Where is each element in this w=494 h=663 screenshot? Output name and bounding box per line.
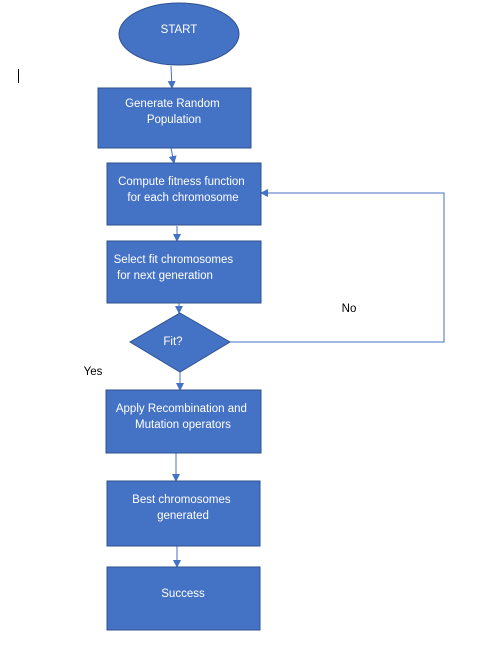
best-chromosomes-line-2: generated	[157, 510, 209, 522]
success-label: Success	[161, 588, 205, 600]
apply-operators-line-1: Apply Recombination and	[116, 403, 247, 415]
generate-population-line-1: Generate Random	[125, 98, 220, 110]
success-box	[106, 566, 261, 631]
compute-fitness-box	[106, 162, 262, 226]
generate-population-label: Generate Random Population	[125, 98, 223, 126]
select-chromosomes-line-1: Select fit chromosomes	[114, 254, 234, 266]
compute-fitness-label: Compute fitness function for each chromo…	[118, 176, 248, 204]
edge-label-yes: Yes	[84, 366, 103, 378]
edge-generate-to-compute	[168, 147, 177, 164]
best-chromosomes-line-1: Best chromosomes	[132, 494, 231, 506]
generate-population-line-2: Population	[147, 114, 201, 126]
start-label: START	[161, 24, 198, 36]
success-line-1: Success	[161, 588, 205, 600]
fit-decision-label: Fit?	[163, 336, 182, 348]
node-generate-population: Generate Random Population	[97, 87, 252, 149]
generate-population-box	[97, 87, 252, 149]
fit-decision-line-1: Fit?	[163, 336, 182, 348]
start-ellipse	[118, 2, 240, 66]
select-chromosomes-box	[106, 240, 262, 304]
node-compute-fitness: Compute fitness function for each chromo…	[106, 162, 262, 226]
node-start: START	[118, 2, 240, 66]
start-label-line-1: START	[161, 24, 198, 36]
node-fit-decision: Fit?	[129, 312, 231, 373]
edge-fit-no-loop	[230, 189, 445, 343]
text-cursor	[18, 69, 19, 83]
edges	[167, 65, 445, 568]
compute-fitness-line-2: for each chromosome	[127, 192, 238, 204]
best-chromosomes-label: Best chromosomes generated	[132, 494, 234, 522]
select-chromosomes-line-2: for next generation	[117, 270, 213, 282]
edge-label-no: No	[342, 303, 357, 315]
compute-fitness-line-1: Compute fitness function	[118, 176, 245, 188]
apply-operators-box	[105, 389, 262, 454]
fit-decision-diamond	[129, 312, 231, 373]
best-chromosomes-box	[106, 480, 261, 547]
apply-operators-line-2: Mutation operators	[135, 419, 231, 431]
node-success: Success	[106, 566, 261, 631]
select-chromosomes-label: Select fit chromosomes for next generati…	[114, 254, 237, 282]
node-select-chromosomes: Select fit chromosomes for next generati…	[106, 240, 262, 304]
apply-operators-label: Apply Recombination and Mutation operato…	[116, 403, 250, 431]
node-apply-operators: Apply Recombination and Mutation operato…	[105, 389, 262, 454]
edge-start-to-generate	[167, 65, 176, 89]
node-best-chromosomes: Best chromosomes generated	[106, 480, 261, 547]
